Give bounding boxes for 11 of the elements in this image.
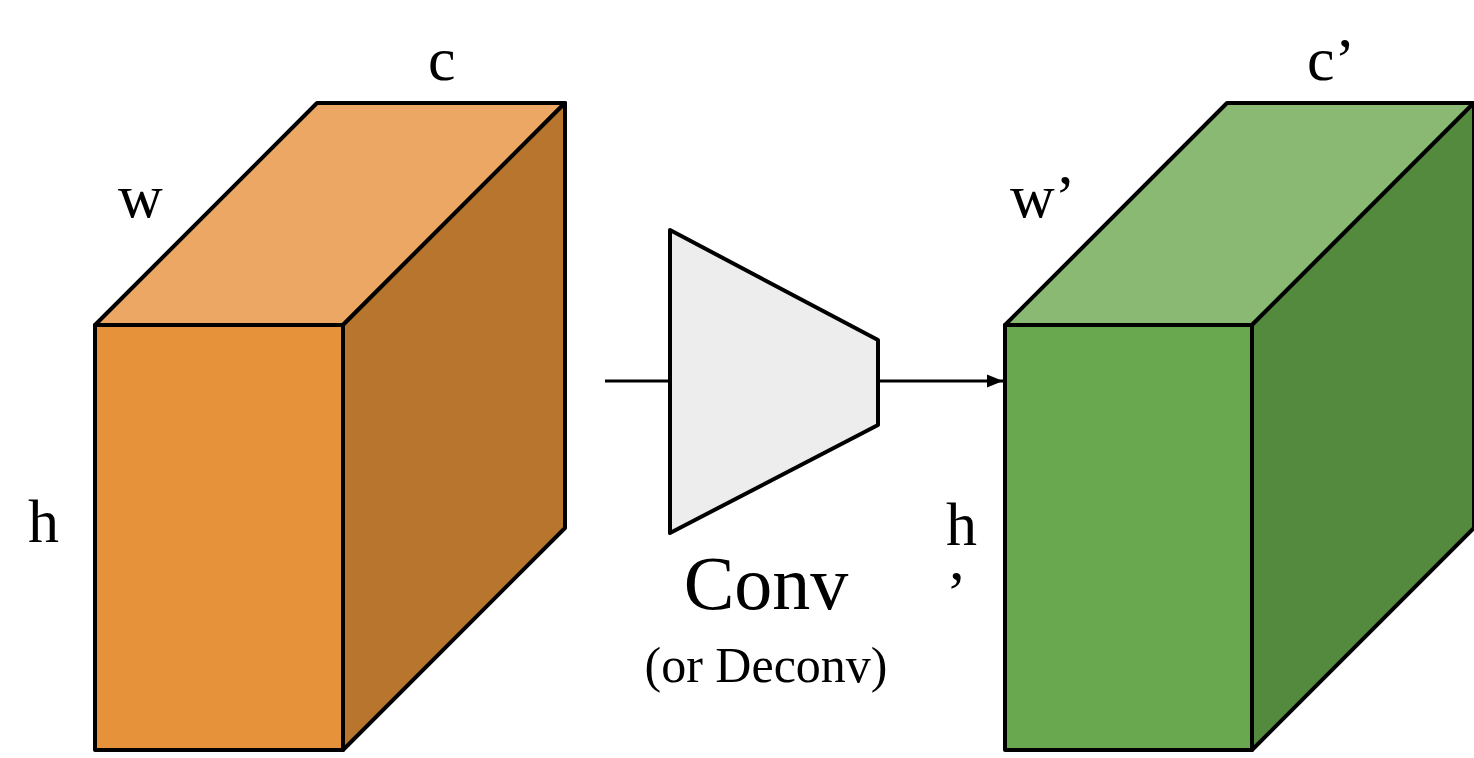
layer-label: Conv xyxy=(683,545,849,621)
dimension-label: w xyxy=(118,165,163,227)
dimension-label: c’ xyxy=(1307,28,1356,90)
feature-map-cube xyxy=(93,101,567,752)
feature-map-cube xyxy=(1003,101,1474,752)
connector-line xyxy=(605,379,668,383)
trapezoid-layer-symbol xyxy=(668,228,880,535)
dimension-label: h xyxy=(28,490,59,552)
dimension-label: c xyxy=(428,28,456,90)
dimension-label: w’ xyxy=(1010,165,1076,227)
dimension-label: h’ xyxy=(946,490,978,627)
